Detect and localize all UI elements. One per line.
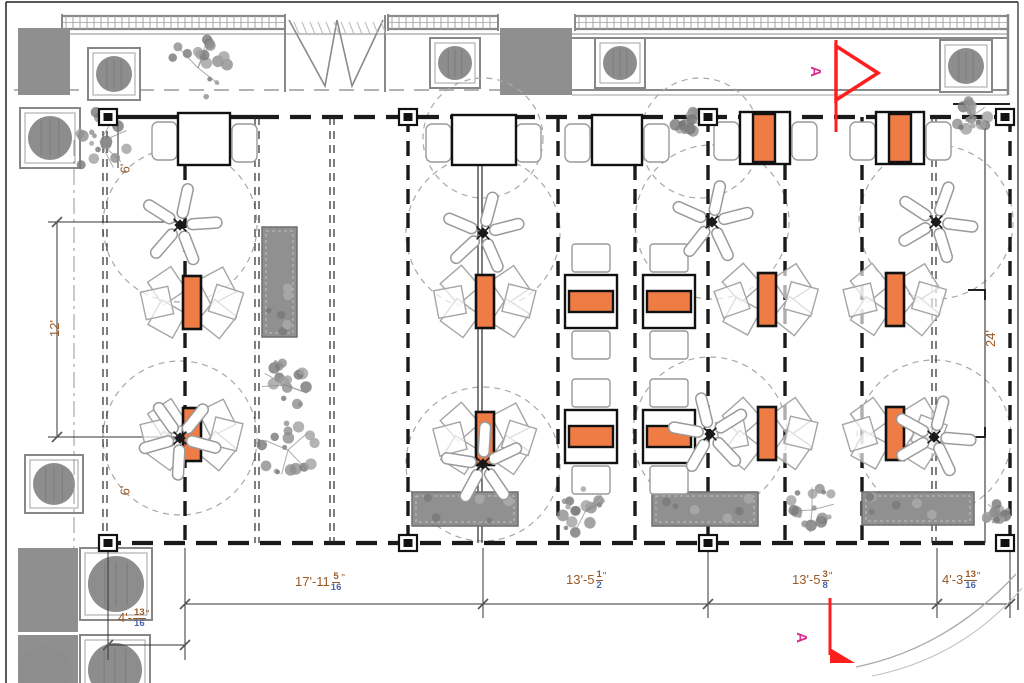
section-marker-letter-bottom: A (792, 632, 810, 643)
section-marker-top (834, 40, 882, 132)
ceiling-fan (142, 183, 223, 266)
sheet-border (5, 1, 1019, 683)
round-booth-table (429, 37, 481, 89)
tree (952, 96, 994, 135)
round-booth-table (594, 37, 646, 89)
ceiling-fan (895, 395, 977, 477)
table-four-top-highlighted (842, 262, 948, 337)
ceiling-fans (138, 180, 979, 503)
structural-columns (97, 107, 1016, 553)
column-marker (397, 107, 419, 127)
table-booth-highlighted (563, 243, 619, 360)
tree (556, 486, 606, 538)
wall-table-highlighted (738, 110, 792, 166)
planter (861, 491, 975, 526)
double-entry-door (284, 15, 387, 92)
planter-boxes (261, 226, 975, 527)
ceiling-fan (443, 191, 525, 273)
table-four-top-highlighted (432, 264, 537, 339)
planter (261, 226, 298, 338)
section-markers (828, 40, 882, 663)
dimension-lines (48, 122, 1016, 660)
ceiling-fan (898, 181, 979, 264)
round-booth-table (24, 454, 84, 514)
dining-tables (139, 243, 949, 495)
table-four-top-highlighted (713, 262, 820, 337)
section-marker-letter-top: A (806, 66, 824, 77)
tree (785, 483, 836, 533)
ceiling-fan (667, 392, 748, 473)
wall-tables (151, 110, 952, 167)
table-four-top-highlighted (139, 265, 245, 340)
round-booth-table (19, 107, 81, 169)
column-marker (697, 107, 719, 127)
planter (651, 491, 759, 527)
table-booth-highlighted (641, 378, 697, 495)
tree (256, 420, 320, 476)
wall-piers (18, 28, 572, 683)
table-booth-highlighted (641, 243, 697, 360)
column-marker (697, 533, 719, 553)
ceiling-fan (672, 180, 754, 262)
column-marker (994, 533, 1016, 553)
table-booth-highlighted (563, 378, 619, 495)
round-booth-table (79, 547, 153, 621)
section-marker-bottom (828, 598, 855, 663)
column-marker (397, 533, 419, 553)
column-marker (994, 107, 1016, 127)
dimension-24ft: 24' (982, 330, 998, 347)
dimension-12ft: 12' (46, 320, 62, 337)
column-marker (97, 533, 119, 553)
plants (75, 34, 1012, 538)
round-booth-table (87, 47, 141, 101)
ceiling-fan (440, 421, 523, 503)
round-booth-table (79, 634, 151, 683)
door-swing-arcs (855, 573, 1023, 677)
round-booth-table (939, 39, 993, 93)
alcove-round-tables (19, 37, 993, 683)
tree (168, 34, 233, 100)
dimension-6ft-top: 6' (117, 163, 133, 174)
ceiling-fan (138, 401, 222, 481)
wall-table-highlighted (874, 110, 926, 166)
exterior-window-wall (14, 14, 1010, 96)
dimension-6ft-bottom: 6' (117, 485, 133, 496)
tree (261, 358, 312, 410)
tree (981, 499, 1012, 525)
column-marker (97, 107, 119, 127)
